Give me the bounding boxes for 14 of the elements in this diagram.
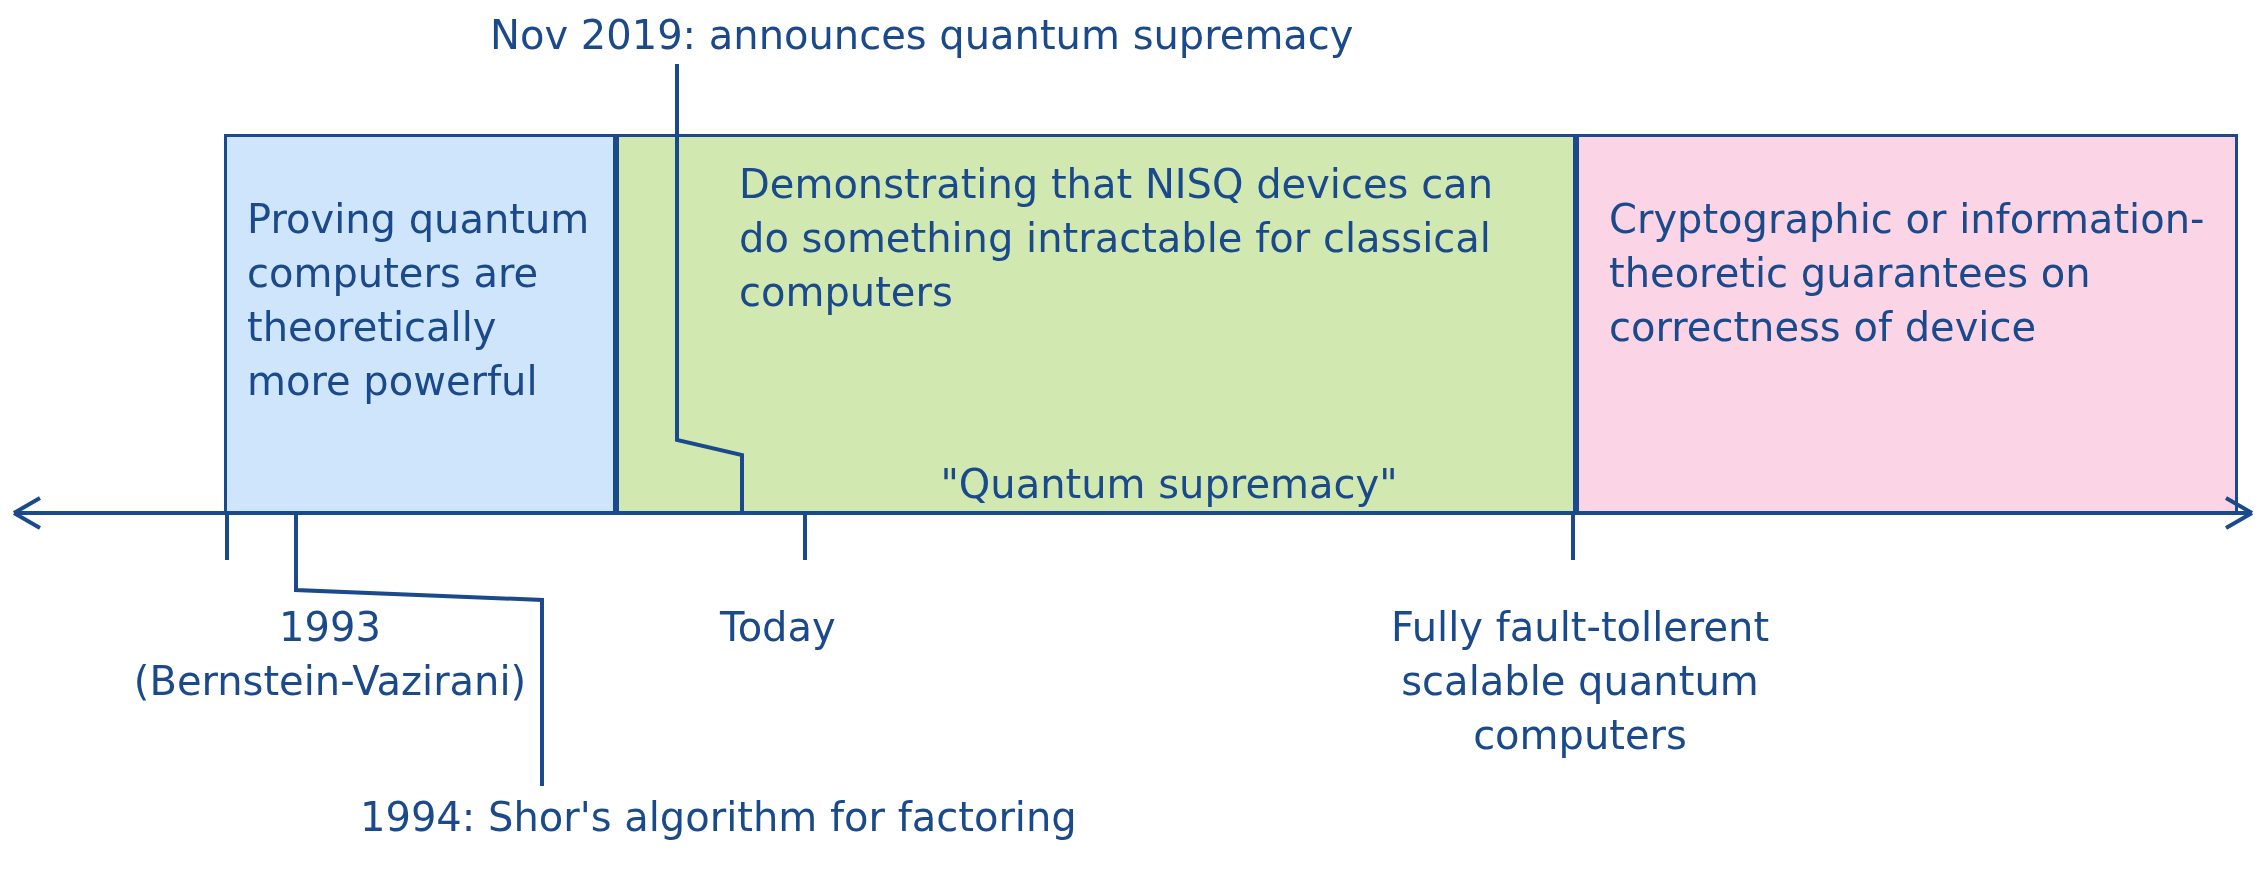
era-band [1576, 134, 2238, 514]
band-text: Demonstrating that NISQ devices can do something intractable for classical computers [739, 160, 1494, 317]
era-band [616, 134, 1576, 514]
band-text: Cryptographic or information-theoretic guarantees on correctness of device [1609, 195, 2206, 352]
event-label: 1994: Shor's algorithm for factoring [360, 790, 1077, 844]
era-band [224, 134, 616, 514]
leader-line [294, 514, 544, 786]
band-text: Proving quantum computers are theoretically more powerful [247, 195, 591, 406]
band-subtitle: "Quantum supremacy" [939, 460, 1399, 509]
timeline-label: Fully fault-tollerent scalable quantum computers [1389, 603, 1771, 760]
timeline-label: Today [720, 603, 837, 652]
timeline-label: 1993 (Bernstein-Vazirani) [132, 603, 528, 706]
leader-line [675, 64, 744, 514]
event-label: Nov 2019: announces quantum supremacy [490, 8, 1354, 62]
